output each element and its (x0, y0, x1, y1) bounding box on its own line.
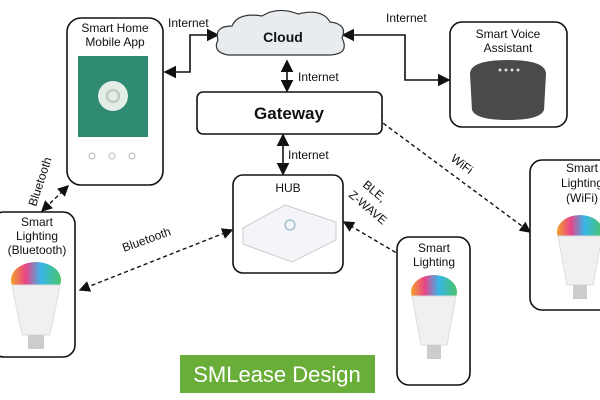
lighting-bt-label-2: Lighting (16, 229, 58, 243)
hub-node: HUB (232, 174, 344, 274)
label-app-bluetooth: Bluetooth (26, 155, 55, 208)
label-app-cloud: Internet (168, 16, 209, 30)
link-app-cloud (163, 28, 220, 79)
lighting-wifi-label-1: Smart (566, 161, 599, 175)
lighting-node: Smart Lighting (396, 236, 471, 386)
lighting-wifi-node: Smart Lighting (WiFi) (529, 159, 600, 311)
mobile-app-label-2: Mobile App (85, 35, 145, 49)
mobile-app-node: Smart Home Mobile App (66, 17, 164, 186)
voice-label-2: Assistant (484, 41, 533, 55)
bulb-icon (411, 275, 457, 359)
lighting-bt-label-1: Smart (21, 215, 54, 229)
power-icon (98, 81, 128, 111)
voice-assistant-node: Smart Voice Assistant (449, 21, 568, 128)
link-gateway-wifi (370, 114, 532, 233)
speaker-icon (470, 60, 546, 120)
lighting-wifi-label-2: Lighting (561, 176, 600, 190)
cloud-label: Cloud (263, 29, 303, 45)
banner-text: SMLease Design (193, 362, 361, 387)
lighting-label-2: Lighting (413, 255, 455, 269)
lighting-wifi-label-3: (WiFi) (566, 191, 598, 205)
label-cloud-voice: Internet (386, 11, 427, 25)
hub-device-icon (242, 204, 337, 263)
lighting-label-1: Smart (418, 241, 451, 255)
lighting-bluetooth-node: Smart Lighting (Bluetooth) (0, 211, 76, 358)
voice-label-1: Smart Voice (476, 27, 541, 41)
link-hub-bluetooth (78, 228, 234, 292)
cloud-node: Cloud (215, 9, 345, 56)
link-app-bluetooth (40, 185, 70, 212)
label-cloud-gateway: Internet (298, 70, 339, 84)
gateway-node: Gateway (196, 91, 383, 135)
hub-label: HUB (275, 181, 300, 195)
gateway-label: Gateway (254, 104, 324, 123)
label-hub-bluetooth: Bluetooth (120, 224, 172, 255)
link-cloud-voice (341, 28, 451, 87)
mobile-app-label-1: Smart Home (81, 21, 149, 35)
smlease-banner: SMLease Design (180, 355, 375, 393)
label-gateway-wifi: WiFi (448, 151, 476, 177)
lighting-bt-label-3: (Bluetooth) (8, 243, 67, 257)
bulb-icon (11, 262, 61, 349)
label-gateway-hub: Internet (288, 148, 329, 162)
bulb-icon (557, 215, 600, 299)
